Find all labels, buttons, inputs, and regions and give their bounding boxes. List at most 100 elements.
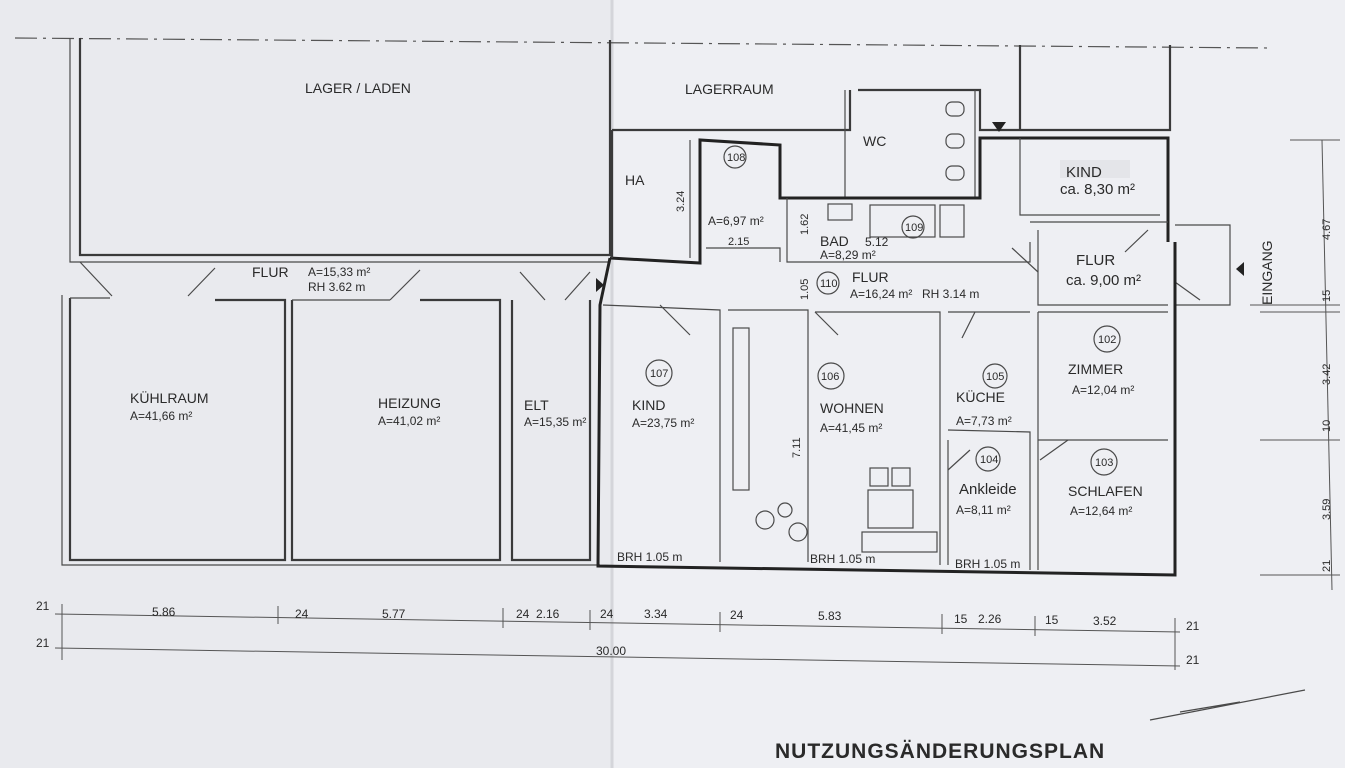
room-name: ZIMMER (1068, 361, 1123, 377)
wc-top-walls (858, 45, 1172, 132)
room-name: HEIZUNG (378, 395, 441, 411)
lagerraum-walls (612, 90, 852, 132)
room-name: LAGER / LADEN (305, 80, 411, 96)
dimension-label: 24 (295, 607, 309, 621)
room-name: WOHNEN (820, 400, 884, 416)
apartment-boundary-bottom (596, 242, 1177, 577)
dimension-label: 21 (1321, 560, 1333, 572)
room-area: A=23,75 m² (632, 416, 694, 430)
entrance-arrow-icon (1236, 262, 1244, 276)
dimension-label: 30.00 (596, 644, 626, 658)
bad-walls (786, 198, 1031, 263)
arrow-marker-icon (992, 122, 1006, 132)
dimension-label: 10 (1321, 420, 1333, 432)
label-patch (1060, 160, 1130, 178)
room-number: 102 (1098, 334, 1116, 346)
elt-walls (510, 300, 592, 562)
room-name: FLUR (252, 264, 289, 280)
room-number: 109 (905, 222, 923, 234)
dimension-label: 2.26 (978, 612, 1002, 626)
room-name: BAD (820, 233, 849, 249)
room-height: RH 3.62 m (308, 280, 365, 294)
room-name: Ankleide (959, 481, 1017, 498)
paper-left (0, 0, 612, 768)
lager-laden-outer (69, 38, 610, 263)
room-name: KÜHLRAUM (130, 389, 209, 406)
apartment-inner-walls (602, 304, 1168, 565)
apartment-boundary-top (609, 136, 1170, 265)
paper-right (612, 0, 1345, 768)
room-name: KIND (1066, 164, 1102, 181)
dimension-line-1 (54, 613, 1181, 633)
arrow-marker-icon (596, 278, 604, 292)
dimension-label: 2.16 (536, 607, 560, 621)
kind-top-walls (1019, 138, 1160, 216)
room-area: ca. 8,30 m² (1060, 181, 1135, 198)
room-name: ELT (524, 397, 549, 413)
room-number: 107 (650, 368, 668, 380)
room-area: A=41,45 m² (820, 421, 882, 435)
dimension-label: 7.11 (791, 437, 803, 458)
property-line (14, 37, 1271, 49)
dimension-label: 21 (36, 636, 50, 650)
lower-outer-wall (61, 295, 600, 566)
dimension-label: 15 (1321, 290, 1333, 302)
dimension-label: 1.05 (799, 279, 811, 300)
sofa-icon (861, 467, 938, 553)
room-number: 106 (821, 371, 839, 383)
dimension-ticks-right (1250, 139, 1340, 576)
room-number: 110 (820, 278, 838, 290)
brh-label: BRH 1.05 m (955, 557, 1020, 571)
room-name: HA (625, 172, 645, 188)
dimension-line-2 (54, 647, 1181, 667)
room-number: 108 (727, 152, 745, 164)
flur-left-walls (70, 297, 390, 301)
dimension-label: 3.42 (1321, 364, 1333, 385)
room-name: WC (863, 133, 886, 149)
bedroom-walls (947, 312, 1168, 570)
room-name: LAGERRAUM (685, 81, 774, 97)
room-number: 105 (986, 371, 1004, 383)
door-swings-right (1011, 229, 1201, 301)
dimension-label: 21 (1186, 619, 1200, 633)
dimension-label: 3.52 (1093, 614, 1117, 628)
plan-title: NUTZUNGSÄNDERUNGSPLAN (775, 740, 1105, 763)
dimension-label: 15 (1045, 613, 1059, 627)
r108-bottom (706, 247, 781, 262)
room-area: A=41,02 m² (378, 414, 440, 428)
room-name: FLUR (1076, 252, 1115, 269)
room-area: A=16,24 m² (850, 287, 912, 301)
lager-laden-walls (78, 38, 612, 257)
dimension-label: 3.34 (644, 607, 668, 621)
room-area: A=6,97 m² (708, 214, 764, 228)
door-swings-left (79, 261, 591, 301)
kuehlraum-walls (68, 298, 287, 562)
room-area: ca. 9,00 m² (1066, 272, 1141, 289)
sink-icon (827, 203, 853, 221)
dimension-label: 5.83 (818, 609, 842, 623)
dimension-line-right (1321, 139, 1333, 591)
flur-right-walls (1037, 230, 1168, 306)
north-arrow-icon (1149, 689, 1306, 721)
room-area: A=41,66 m² (130, 409, 192, 423)
dimension-label: 5.77 (382, 607, 406, 621)
door-swings-apartment (659, 304, 1069, 471)
room-area: A=7,73 m² (956, 414, 1012, 428)
dimension-label: 24 (516, 607, 530, 621)
dimension-label: 5.12 (865, 235, 889, 249)
room-area: A=12,04 m² (1072, 383, 1134, 397)
plant-icon (755, 502, 808, 542)
room-height: RH 3.14 m (922, 287, 979, 301)
room-name: KÜCHE (956, 388, 1005, 405)
dimension-label: 5.86 (152, 605, 176, 619)
entrance-label: EINGANG (1259, 240, 1275, 305)
entrance-porch (1175, 224, 1231, 306)
room-area: A=12,64 m² (1070, 504, 1132, 518)
room-number: 103 (1095, 457, 1113, 469)
room-area: A=8,11 m² (956, 503, 1011, 517)
room-name: FLUR (852, 269, 889, 285)
dimension-label: 4.67 (1321, 219, 1333, 240)
